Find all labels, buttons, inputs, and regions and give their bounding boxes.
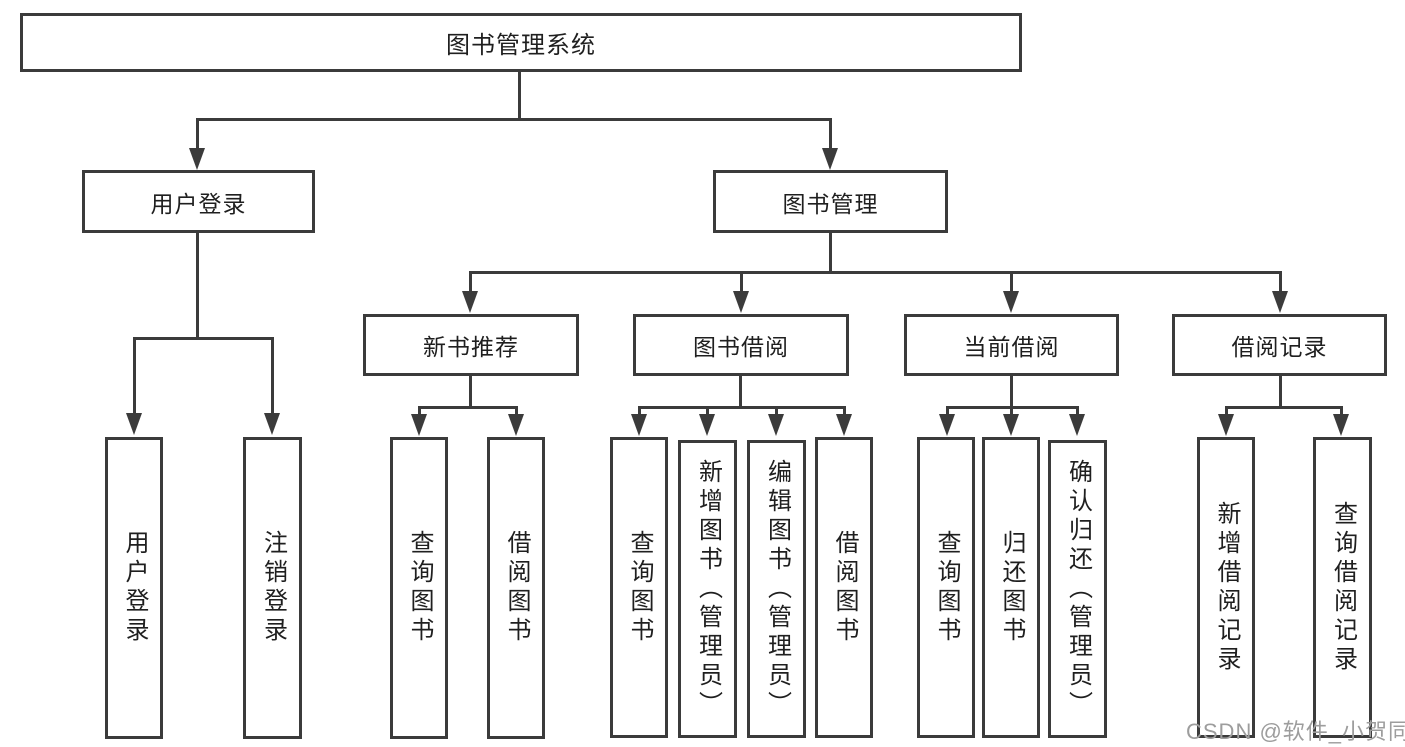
arrow-down-icon [411,414,427,436]
connector-login-bar [133,337,274,340]
connector-stem [1225,409,1228,415]
arrow-down-icon [189,148,205,170]
connector-login-stem [196,121,199,148]
leaf-edit-book-admin: 编辑图书（管理员） [747,440,806,738]
arrow-down-icon [699,414,715,436]
connector-group4-bar [1225,406,1343,409]
csdn-watermark: CSDN @软件_小贺同学 [1186,719,1405,744]
leaf-add-borrow-record: 新增借阅记录 [1197,437,1255,738]
leaf-query-books-borrow: 查询图书 [610,437,668,738]
connector-group1-trunk [469,376,472,406]
connector-login-child2-stem [271,340,274,413]
arrow-down-icon [462,291,478,313]
arrow-down-icon [264,413,280,435]
leaf-return-books: 归还图书 [982,437,1040,738]
connector-stem [843,409,846,415]
arrow-down-icon [768,414,784,436]
connector-group1-stem [469,274,472,291]
arrow-down-icon [1003,291,1019,313]
leaf-query-books-recommend: 查询图书 [390,437,448,739]
connector-group2-bar [638,406,846,409]
leaf-confirm-return-admin: 确认归还（管理员） [1048,440,1107,738]
connector-root-bar [196,118,832,121]
connector-mgmt-trunk [829,233,832,271]
connector-group3-stem [1010,274,1013,291]
leaf-borrow-books: 借阅图书 [815,437,873,738]
leaf-add-book-admin: 新增图书（管理员） [678,440,737,738]
connector-stem [1340,409,1343,415]
leaf-query-borrow-record: 查询借阅记录 [1313,437,1372,738]
connector-login-child1-stem [133,340,136,413]
connector-group3-bar [946,406,1079,409]
connector-group2-stem [740,274,743,291]
connector-stem [418,409,421,415]
arrow-down-icon [733,291,749,313]
connector-group1-bar [418,406,518,409]
arrow-down-icon [631,414,647,436]
node-current-borrow: 当前借阅 [904,314,1119,376]
arrow-down-icon [1333,414,1349,436]
connector-mgmt-bar [469,271,1282,274]
arrow-down-icon [1218,414,1234,436]
arrow-down-icon [508,414,524,436]
connector-stem [1010,409,1013,415]
connector-stem [1076,409,1079,415]
connector-mgmt-stem [829,121,832,148]
connector-stem [706,409,709,415]
node-book-borrow: 图书借阅 [633,314,849,376]
connector-group3-trunk [1010,376,1013,406]
connector-stem [775,409,778,415]
node-borrow-records: 借阅记录 [1172,314,1387,376]
leaf-logout: 注销登录 [243,437,302,739]
connector-stem [515,409,518,415]
connector-root-trunk [518,72,521,118]
arrow-down-icon [939,414,955,436]
node-root-system: 图书管理系统 [20,13,1022,72]
connector-login-trunk [196,233,199,337]
arrow-down-icon [836,414,852,436]
connector-group4-stem [1279,274,1282,291]
arrow-down-icon [1069,414,1085,436]
arrow-down-icon [126,413,142,435]
node-new-book-recommend: 新书推荐 [363,314,579,376]
node-user-login: 用户登录 [82,170,315,233]
leaf-query-books-current: 查询图书 [917,437,975,738]
connector-group4-trunk [1279,376,1282,406]
node-book-management: 图书管理 [713,170,948,233]
arrow-down-icon [1003,414,1019,436]
arrow-down-icon [822,148,838,170]
leaf-user-login: 用户登录 [105,437,163,739]
connector-group2-trunk [739,376,742,406]
leaf-borrow-books-recommend: 借阅图书 [487,437,545,739]
arrow-down-icon [1272,291,1288,313]
connector-stem [946,409,949,415]
connector-stem [638,409,641,415]
